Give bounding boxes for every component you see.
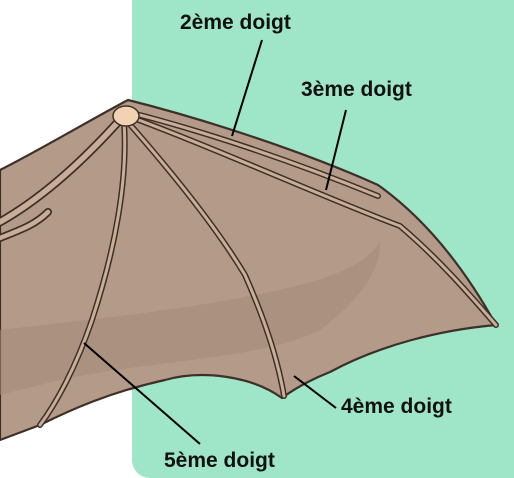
label-finger-2: 2ème doigt <box>180 11 291 35</box>
leader-line-finger-4 <box>294 376 336 408</box>
label-finger-5: 5ème doigt <box>164 449 275 473</box>
wrist-joint <box>113 106 139 126</box>
label-finger-3: 3ème doigt <box>301 78 412 102</box>
label-finger-4: 4ème doigt <box>341 395 452 419</box>
wing-membrane <box>0 100 496 440</box>
leader-line-finger-2 <box>232 40 262 136</box>
